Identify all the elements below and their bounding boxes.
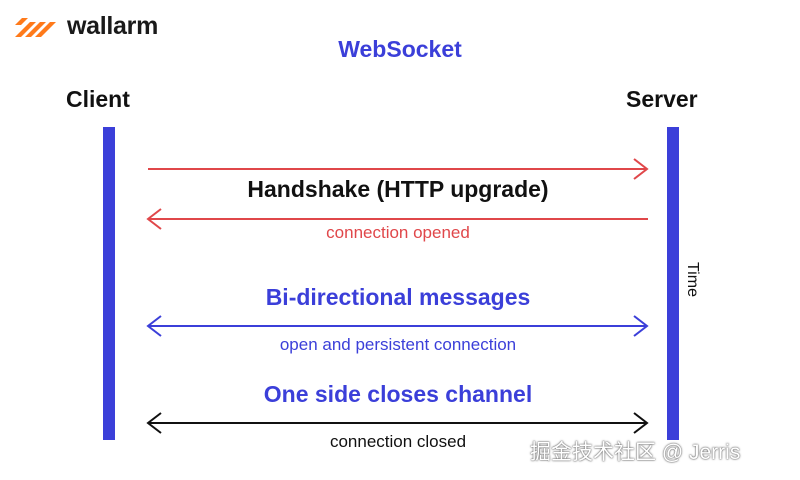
bidirectional-label: Bi-directional messages <box>265 284 531 310</box>
wallarm-logo-icon <box>15 17 56 37</box>
close-arrow <box>146 412 649 434</box>
bidirectional-arrow <box>146 315 649 337</box>
close-channel-label: One side closes channel <box>263 381 533 407</box>
handshake-request-arrow <box>148 158 649 180</box>
handshake-label: Handshake (HTTP upgrade) <box>247 176 549 202</box>
server-label: Server <box>626 86 698 112</box>
watermark: 掘金技术社区 @ Jerris <box>530 441 741 464</box>
wallarm-logo: wallarm <box>15 12 158 41</box>
connection-closed-label: connection closed <box>329 432 467 451</box>
handshake-response-arrow <box>146 208 648 230</box>
client-label: Client <box>66 86 130 112</box>
time-axis-label: Time <box>684 262 701 297</box>
logo-text: wallarm <box>67 12 159 40</box>
connection-opened-label: connection opened <box>326 223 470 242</box>
persistent-connection-label: open and persistent connection <box>279 335 517 354</box>
server-lifeline <box>667 127 679 440</box>
diagram-title: WebSocket <box>338 36 462 62</box>
client-lifeline <box>103 127 115 440</box>
